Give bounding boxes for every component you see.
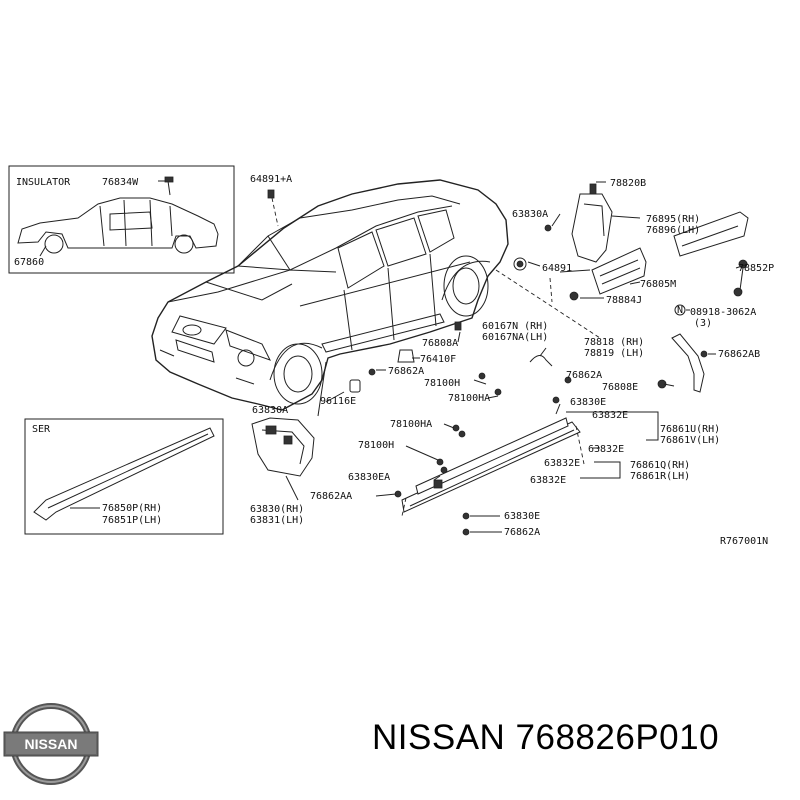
label-76808a: 76808A	[422, 338, 458, 349]
rear-mud-guard: N	[571, 183, 749, 316]
label-63830ea: 63830EA	[348, 472, 390, 483]
label-76410f: 76410F	[420, 354, 456, 365]
label-76861r: 76861R(LH)	[630, 471, 690, 482]
label-08918: 08918-3062A	[690, 307, 756, 318]
label-76850p: 76850P(RH)	[102, 503, 162, 514]
wheel-arch-trim	[513, 257, 705, 393]
ser-sill-moulding	[33, 427, 215, 521]
label-78100ha-2: 78100HA	[390, 419, 432, 430]
label-76862a-1: 76862A	[388, 366, 424, 377]
label-76862ab: 76862AB	[718, 349, 760, 360]
label-64891: 64891	[542, 263, 572, 274]
insulator-title: INSULATOR	[16, 177, 71, 188]
part-labels: 64891+A 63830A 78820B 76895(RH) 76896(LH…	[250, 174, 774, 547]
logo-text: NISSAN	[25, 736, 78, 752]
label-76805m: 76805M	[640, 279, 676, 290]
label-76895: 76895(RH)	[646, 214, 700, 225]
insulator-car-silhouette	[17, 197, 219, 249]
label-67860: 67860	[14, 257, 44, 268]
label-78820b: 78820B	[610, 178, 646, 189]
label-63830a-top: 63830A	[512, 209, 548, 220]
label-78819: 78819 (LH)	[584, 348, 644, 359]
label-78852p: 78852P	[738, 263, 774, 274]
part-number-title: NISSAN 768826P010	[372, 718, 720, 757]
label-78100h-2: 78100H	[358, 440, 394, 451]
svg-text:N: N	[677, 305, 683, 316]
label-60167n: 60167N (RH)	[482, 321, 548, 332]
label-76862a-3: 76862A	[504, 527, 540, 538]
reference-code: R767001N	[720, 536, 768, 547]
fasteners	[267, 189, 708, 536]
ser-inset: SER 76850P(RH) 76851P(LH)	[24, 418, 224, 535]
label-63830e-2: 63830E	[504, 511, 540, 522]
label-76862aa: 76862AA	[310, 491, 352, 502]
label-63832e-3: 63832E	[544, 458, 580, 469]
label-63831: 63831(LH)	[250, 515, 304, 526]
label-76861v: 76861V(LH)	[660, 435, 720, 446]
label-63832e-1: 63832E	[592, 410, 628, 421]
label-64891a: 64891+A	[250, 174, 292, 185]
label-76862a-2: 76862A	[566, 370, 602, 381]
label-63830a-left: 63830A	[252, 405, 288, 416]
ser-title: SER	[32, 424, 51, 435]
side-sill-mouldings	[401, 417, 585, 517]
label-78818: 78818 (RH)	[584, 337, 644, 348]
label-76896: 76896(LH)	[646, 225, 700, 236]
label-78100h-1: 78100H	[424, 378, 460, 389]
label-96116e: 96116E	[320, 396, 356, 407]
front-mud-guard	[251, 417, 315, 477]
label-63830: 63830(RH)	[250, 504, 304, 515]
label-76851p: 76851P(LH)	[102, 515, 162, 526]
label-76808e: 76808E	[602, 382, 638, 393]
label-08918-qty: (3)	[694, 318, 712, 329]
label-78884j: 78884J	[606, 295, 642, 306]
label-76861q: 76861Q(RH)	[630, 460, 690, 471]
nissan-logo: NISSAN	[3, 703, 99, 785]
label-78100ha-1: 78100HA	[448, 393, 490, 404]
label-76861u: 76861U(RH)	[660, 424, 720, 435]
label-60167na: 60167NA(LH)	[482, 332, 548, 343]
main-car	[151, 179, 509, 411]
label-76834w: 76834W	[102, 177, 139, 188]
label-63832e-2: 63832E	[588, 444, 624, 455]
leader-lines	[271, 181, 749, 533]
label-63830e-1: 63830E	[570, 397, 606, 408]
insulator-inset: INSULATOR 76834W 67860	[8, 165, 235, 274]
label-63832e-4: 63832E	[530, 475, 566, 486]
